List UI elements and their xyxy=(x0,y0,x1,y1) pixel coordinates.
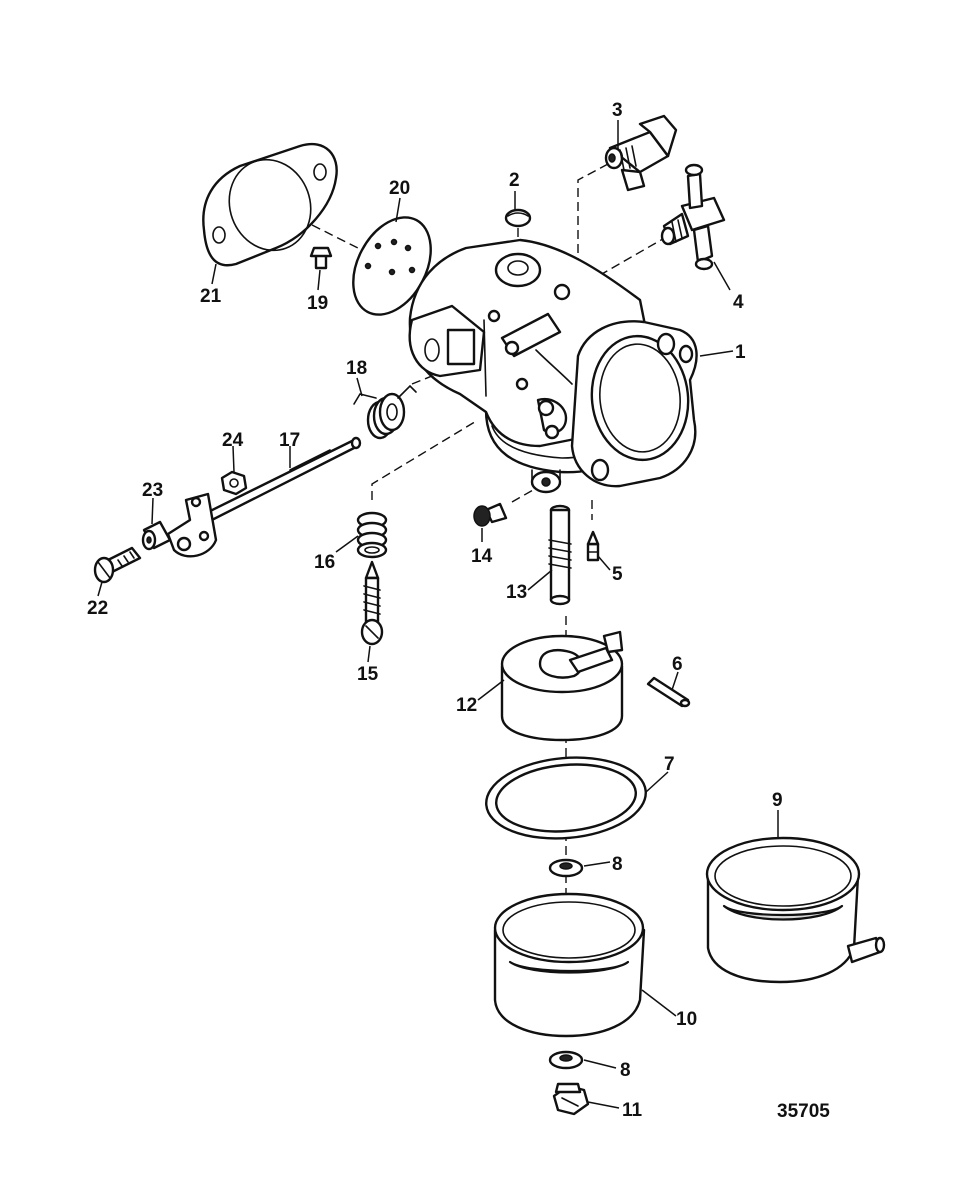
callout-6: 6 xyxy=(672,654,683,675)
callout-17: 17 xyxy=(279,430,300,451)
callout-15: 15 xyxy=(357,664,379,685)
part-21-flange-gasket xyxy=(202,143,338,267)
callout-9: 9 xyxy=(772,790,783,811)
part-8-lower-washer xyxy=(548,1050,584,1070)
part-10-float-bowl xyxy=(493,892,646,1038)
callout-8-lower: 8 xyxy=(620,1060,631,1081)
figure-id: 35705 xyxy=(777,1101,830,1122)
callout-22: 22 xyxy=(87,598,108,619)
callout-3: 3 xyxy=(612,100,623,121)
part-19-screw xyxy=(309,246,333,270)
part-13-main-nozzle xyxy=(548,504,572,606)
callout-21: 21 xyxy=(200,286,222,307)
part-12-float xyxy=(500,630,624,742)
part-17-throttle-shaft xyxy=(166,436,362,558)
callout-24: 24 xyxy=(222,430,244,451)
part-2-welch-plug xyxy=(504,208,532,228)
part-11-bowl-nut xyxy=(552,1082,590,1116)
part-8-upper-washer xyxy=(548,858,584,878)
callout-10: 10 xyxy=(676,1009,697,1030)
callout-19: 19 xyxy=(307,293,328,314)
callout-12: 12 xyxy=(456,695,477,716)
callout-8-upper: 8 xyxy=(612,854,623,875)
callout-5: 5 xyxy=(612,564,623,585)
part-6-float-pin xyxy=(646,676,691,708)
part-4-tee-fitting xyxy=(660,163,726,271)
callout-18: 18 xyxy=(346,358,367,379)
callout-13: 13 xyxy=(506,582,527,603)
callout-7: 7 xyxy=(664,754,675,775)
part-15-adjusting-needle xyxy=(360,560,384,646)
callout-14: 14 xyxy=(471,546,493,567)
part-9-float-bowl-alternate xyxy=(705,836,886,984)
callout-11: 11 xyxy=(622,1100,643,1121)
part-18-torsion-spring xyxy=(353,384,417,440)
part-5-inlet-needle xyxy=(586,530,600,562)
part-7-bowl-gasket xyxy=(485,756,647,840)
part-14-screw xyxy=(473,502,508,527)
part-3-elbow-fitting xyxy=(604,114,678,192)
part-23-bushing xyxy=(141,520,172,551)
part-22-screw xyxy=(93,546,142,584)
leader-lines xyxy=(97,120,779,1109)
callout-4: 4 xyxy=(733,292,744,313)
part-1-carburetor-body xyxy=(408,238,698,494)
part-24-nut xyxy=(220,470,248,496)
callout-1: 1 xyxy=(735,342,746,363)
callout-23: 23 xyxy=(142,480,163,501)
callout-labels: 1 2 3 4 5 6 7 8 8 9 10 11 12 13 14 15 16… xyxy=(87,100,783,1121)
callout-20: 20 xyxy=(389,178,410,199)
part-16-spring xyxy=(356,511,388,559)
callout-2: 2 xyxy=(509,170,520,191)
callout-16: 16 xyxy=(314,552,335,573)
